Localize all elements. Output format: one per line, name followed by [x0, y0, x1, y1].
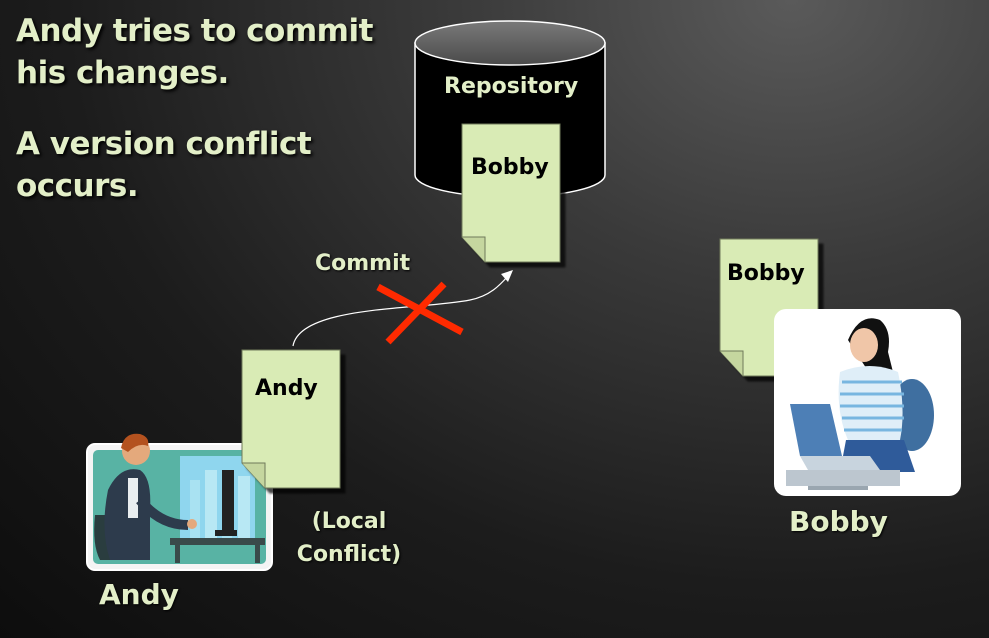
- repository-document-label: Bobby: [471, 155, 549, 180]
- andy-document-label: Andy: [255, 376, 318, 401]
- bobby-document-label: Bobby: [727, 261, 805, 286]
- bobby-avatar: [774, 309, 961, 496]
- local-conflict-note: (Local Conflict): [296, 509, 402, 567]
- commit-label: Commit: [315, 251, 411, 276]
- andy-name-label: Andy: [99, 578, 179, 611]
- repository-label: Repository: [444, 74, 579, 99]
- andy-avatar: [86, 433, 273, 571]
- andy-document: [241, 349, 341, 489]
- slide-heading: Andy tries to commit his changes.: [16, 13, 373, 91]
- bobby-name-label: Bobby: [789, 505, 888, 538]
- slide-subheading: A version conflict occurs.: [16, 126, 312, 204]
- conflict-x-icon: [376, 281, 464, 345]
- commit-arrow: [292, 270, 513, 347]
- repository-document: [461, 123, 561, 263]
